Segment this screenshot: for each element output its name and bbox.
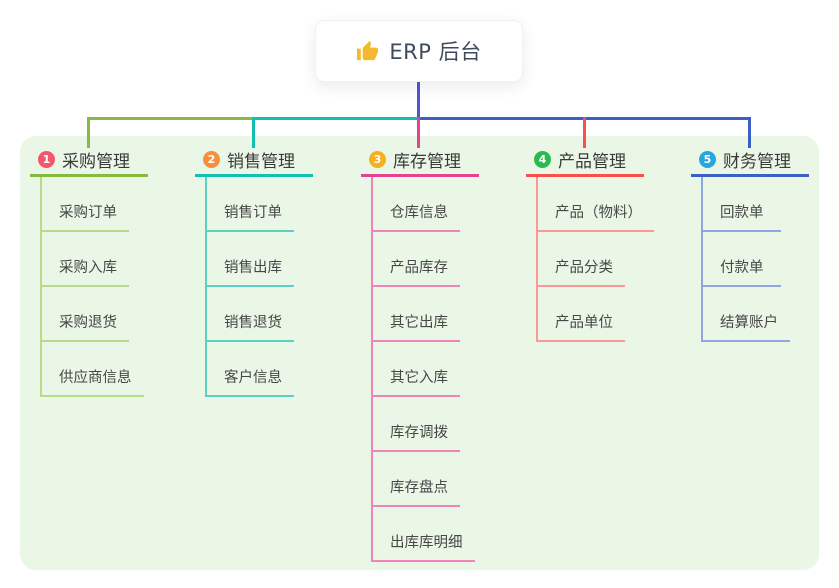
node-product-unit[interactable]: 产品单位 (538, 287, 625, 342)
badge-4-icon: 4 (534, 151, 551, 168)
branch-children: 销售订单 销售出库 销售退货 客户信息 (205, 177, 294, 397)
branch-children: 仓库信息 产品库存 其它出库 其它入库 库存调拨 库存盘点 出库库明细 (371, 177, 475, 562)
badge-1-icon: 1 (38, 151, 55, 168)
node-sales-return[interactable]: 销售退货 (207, 287, 294, 342)
branch-children: 采购订单 采购入库 采购退货 供应商信息 (40, 177, 144, 397)
root-node[interactable]: ERP 后台 (315, 20, 523, 82)
node-sales-order[interactable]: 销售订单 (207, 177, 294, 232)
branch-label: 销售管理 (227, 152, 295, 172)
branch-title-finance[interactable]: 5 财务管理 (691, 145, 809, 177)
branch-title-sales[interactable]: 2 销售管理 (195, 145, 313, 177)
branch-title-inventory[interactable]: 3 库存管理 (361, 145, 479, 177)
branch-finance: 5 财务管理 回款单 付款单 结算账户 (691, 145, 809, 342)
root-label: ERP 后台 (389, 40, 482, 64)
node-stock-count[interactable]: 库存盘点 (373, 452, 460, 507)
node-settlement-account[interactable]: 结算账户 (703, 287, 790, 342)
branch-children: 回款单 付款单 结算账户 (701, 177, 790, 342)
badge-3-icon: 3 (369, 151, 386, 168)
node-product-category[interactable]: 产品分类 (538, 232, 625, 287)
branch-label: 产品管理 (558, 152, 626, 172)
connector-drop-branch-2 (252, 117, 255, 148)
node-purchase-return[interactable]: 采购退货 (42, 287, 129, 342)
branch-product: 4 产品管理 产品（物料） 产品分类 产品单位 (526, 145, 654, 342)
branch-purchase: 1 采购管理 采购订单 采购入库 采购退货 供应商信息 (30, 145, 148, 397)
thumbs-up-icon (357, 40, 379, 60)
connector-horizontal-left-green (87, 117, 253, 120)
node-other-inbound[interactable]: 其它入库 (373, 342, 460, 397)
connector-drop-branch-1 (87, 117, 90, 148)
branch-label: 库存管理 (393, 152, 461, 172)
branch-inventory: 3 库存管理 仓库信息 产品库存 其它出库 其它入库 库存调拨 库存盘点 出库库… (361, 145, 479, 562)
branch-label: 财务管理 (723, 152, 791, 172)
node-outbound-detail[interactable]: 出库库明细 (373, 507, 475, 562)
connector-drop-branch-5 (748, 117, 751, 148)
node-purchase-inbound[interactable]: 采购入库 (42, 232, 129, 287)
node-sales-outbound[interactable]: 销售出库 (207, 232, 294, 287)
branch-label: 采购管理 (62, 152, 130, 172)
node-product-stock[interactable]: 产品库存 (373, 232, 460, 287)
branch-title-product[interactable]: 4 产品管理 (526, 145, 644, 177)
node-stock-transfer[interactable]: 库存调拨 (373, 397, 460, 452)
branch-sales: 2 销售管理 销售订单 销售出库 销售退货 客户信息 (195, 145, 313, 397)
node-product-material[interactable]: 产品（物料） (538, 177, 654, 232)
connector-drop-branch-3 (417, 117, 420, 148)
node-supplier-info[interactable]: 供应商信息 (42, 342, 144, 397)
node-purchase-order[interactable]: 采购订单 (42, 177, 129, 232)
node-other-outbound[interactable]: 其它出库 (373, 287, 460, 342)
mindmap-panel (20, 136, 819, 570)
connector-root-trunk (417, 82, 420, 118)
node-warehouse-info[interactable]: 仓库信息 (373, 177, 460, 232)
branch-title-purchase[interactable]: 1 采购管理 (30, 145, 148, 177)
node-payment-bill[interactable]: 付款单 (703, 232, 781, 287)
connector-drop-branch-4 (583, 117, 586, 148)
node-receipt-bill[interactable]: 回款单 (703, 177, 781, 232)
connector-horizontal-left-teal (252, 117, 419, 120)
badge-2-icon: 2 (203, 151, 220, 168)
badge-5-icon: 5 (699, 151, 716, 168)
node-customer-info[interactable]: 客户信息 (207, 342, 294, 397)
branch-children: 产品（物料） 产品分类 产品单位 (536, 177, 654, 342)
